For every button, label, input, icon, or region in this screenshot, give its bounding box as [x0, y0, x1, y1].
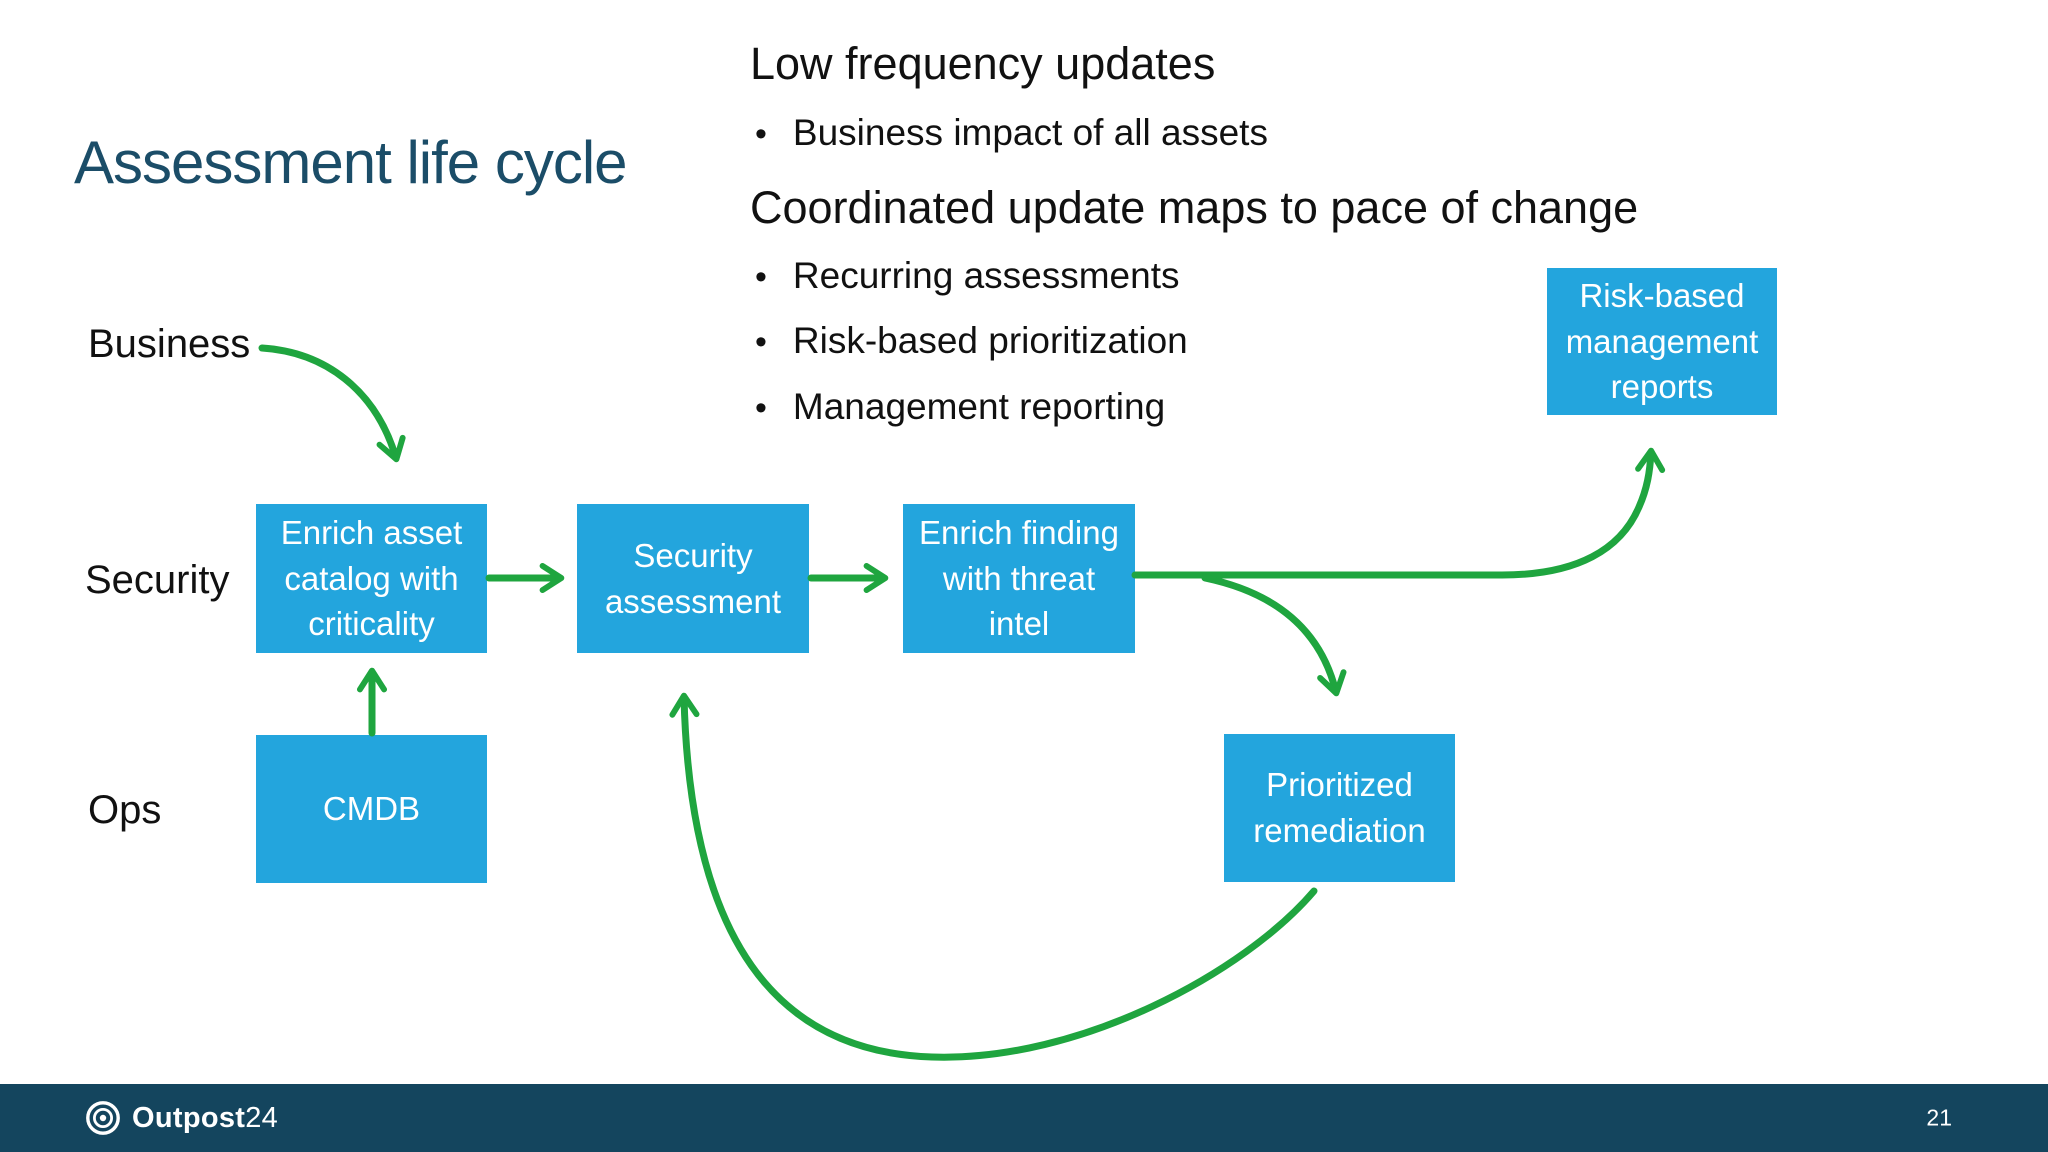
- arrow-business-to-enrich-asset: [258, 344, 406, 463]
- brand-name-light: 24: [245, 1101, 279, 1134]
- notes-heading-low-frequency: Low frequency updates: [750, 38, 1216, 89]
- lane-label-business: Business: [88, 322, 251, 366]
- bullet-risk-based-prioritization: • Risk-based prioritization: [755, 320, 1188, 362]
- bullet-dot: •: [755, 258, 767, 296]
- arrow-prioritized-remediation-to-security-assessment: [669, 692, 1318, 1061]
- node-risk-based-reports: Risk-based management reports: [1547, 268, 1777, 415]
- notes-heading-coordinated-update: Coordinated update maps to pace of chang…: [750, 182, 1639, 233]
- lane-label-ops: Ops: [88, 788, 162, 832]
- node-enrich-asset-catalog: Enrich asset catalog with criticality: [256, 504, 487, 653]
- node-prioritized-remediation: Prioritized remediation: [1224, 734, 1455, 882]
- lane-label-security: Security: [85, 558, 230, 602]
- target-rings-icon: [86, 1101, 120, 1135]
- bullet-dot: •: [755, 389, 767, 427]
- arrow-enrich-finding-to-prioritized-remediation: [1201, 574, 1347, 697]
- node-cmdb: CMDB: [256, 735, 487, 883]
- bullet-dot: •: [755, 115, 767, 153]
- bullet-business-impact: • Business impact of all assets: [755, 112, 1268, 154]
- page-title: Assessment life cycle: [74, 129, 628, 196]
- bullet-management-reporting: • Management reporting: [755, 386, 1165, 428]
- footer-bar: Outpost 24 21: [0, 1084, 2048, 1152]
- bullet-recurring-assessments: • Recurring assessments: [755, 255, 1180, 297]
- node-enrich-finding: Enrich finding with threat intel: [903, 504, 1135, 653]
- page-number: 21: [1926, 1104, 1952, 1131]
- node-security-assessment: Security assessment: [577, 504, 809, 653]
- bullet-text: Management reporting: [792, 386, 1166, 427]
- brand-logo: Outpost 24: [84, 1099, 278, 1137]
- arrow-enrich-finding-to-risk-reports: [1131, 447, 1666, 579]
- bullet-text: Risk-based prioritization: [792, 320, 1188, 361]
- bullet-text: Business impact of all assets: [792, 112, 1268, 153]
- bullet-text: Recurring assessments: [792, 255, 1180, 296]
- brand-name: Outpost 24: [132, 1102, 278, 1135]
- brand-name-bold: Outpost: [132, 1101, 246, 1134]
- bullet-dot: •: [755, 323, 767, 361]
